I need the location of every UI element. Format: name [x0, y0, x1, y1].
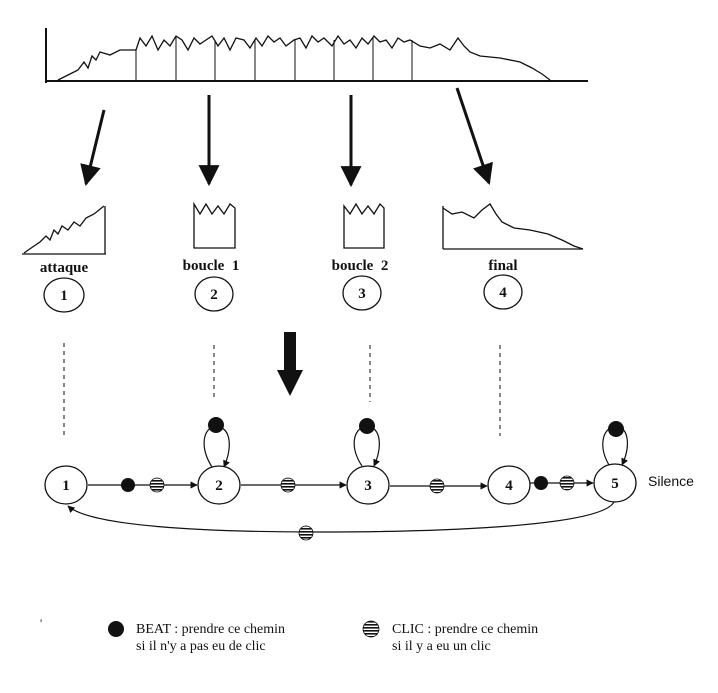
legend-clic-icon [362, 620, 380, 638]
beat-markers [121, 417, 624, 492]
segment-label-attaque: attaque [40, 260, 89, 276]
legend-beat-icon [108, 621, 124, 637]
state-label-2: 2 [215, 478, 223, 494]
segment-circle-1 [43, 277, 85, 313]
arrow-to-final [455, 87, 493, 185]
segment-number-1: 1 [60, 288, 68, 304]
waveform-envelope [57, 34, 551, 81]
beat-marker-4-5 [534, 476, 548, 490]
silence-label: Silence [648, 473, 694, 489]
legend-stray-mark: ' [40, 616, 42, 630]
segment-label-boucle-2: boucle 2 [332, 258, 389, 274]
state-label-4: 4 [505, 478, 513, 494]
state-node-2 [197, 465, 241, 505]
segment-arrows [80, 87, 493, 188]
state-label-5: 5 [611, 476, 619, 492]
legend-clic-line-1: CLIC : prendre ce chemin [392, 622, 538, 637]
segment-circle-3 [342, 275, 382, 311]
beat-marker-loop-2 [208, 417, 224, 433]
loop-boundary-lines [135, 36, 413, 81]
segment-number-circles [43, 274, 523, 313]
segment-label-final: final [488, 258, 517, 274]
segment-boucle-2-shape [343, 202, 385, 249]
clic-marker-3-4 [429, 478, 445, 494]
segment-circle-2 [194, 276, 234, 312]
state-label-3: 3 [364, 478, 372, 494]
legend-clic-line-2: si il y a eu un clic [392, 639, 491, 654]
legend-beat-line-1: BEAT : prendre ce chemin [136, 622, 285, 637]
state-node-1 [44, 465, 88, 505]
segment-attaque-shape [22, 205, 106, 255]
full-waveform [45, 28, 588, 83]
state-node-5 [593, 463, 637, 503]
dashed-connectors [63, 343, 501, 436]
state-nodes [44, 463, 637, 505]
beat-marker-1-2 [121, 478, 135, 492]
legend-beat-line-2: si il n'y a pas eu de clic [136, 639, 266, 654]
state-node-4 [487, 465, 531, 505]
segment-number-2: 2 [210, 287, 218, 303]
segment-boucle-1-shape [193, 201, 236, 249]
segment-number-3: 3 [358, 286, 366, 302]
state-node-3 [346, 465, 390, 505]
segment-number-4: 4 [499, 285, 507, 301]
transition-5-to-1 [67, 501, 615, 533]
segment-label-boucle-1: boucle 1 [183, 258, 240, 274]
clic-marker-1-2 [149, 477, 165, 493]
clic-marker-2-3 [280, 477, 296, 493]
state-label-1: 1 [62, 478, 70, 494]
clic-marker-5-1 [298, 525, 314, 541]
beat-marker-loop-5 [608, 421, 624, 437]
segment-final-shape [442, 203, 584, 250]
arrow-to-attaque [80, 109, 106, 187]
beat-marker-loop-3 [359, 418, 375, 434]
big-down-arrow [277, 332, 303, 396]
segment-circle-4 [483, 274, 523, 310]
clic-marker-4-5 [559, 475, 575, 491]
clic-markers [149, 475, 575, 541]
